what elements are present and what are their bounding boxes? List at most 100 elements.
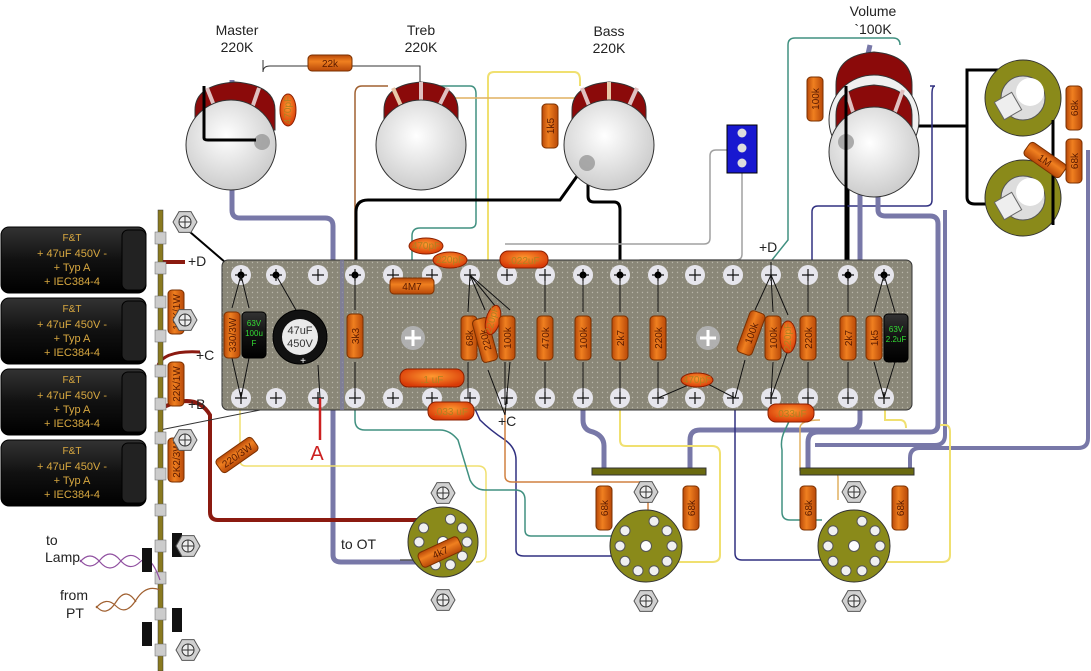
master-label: Master — [216, 22, 259, 38]
svg-text:68k: 68k — [804, 499, 815, 516]
socket-pin — [666, 540, 678, 552]
svg-text:47uF: 47uF — [287, 325, 312, 337]
nut-icon — [633, 481, 659, 503]
svg-text:63V: 63V — [889, 325, 904, 334]
svg-text:470pF: 470pF — [283, 96, 294, 124]
resistor-68k-jack-bottom: 68k — [1065, 138, 1083, 184]
svg-text:68k: 68k — [465, 329, 476, 346]
socket-pin — [632, 565, 644, 577]
turret — [308, 265, 328, 285]
socket-pin — [418, 522, 430, 534]
svg-text:2K2/3W: 2K2/3W — [172, 442, 183, 478]
lamp-label-2: Lamp — [45, 549, 80, 565]
strip-tab — [154, 503, 167, 517]
socket-pin — [874, 540, 886, 552]
pot-volume[interactable] — [828, 51, 920, 275]
svg-text:2k7: 2k7 — [616, 330, 627, 347]
capacitor-1uf: .1 uF — [399, 368, 465, 388]
pot-bass[interactable] — [563, 81, 655, 191]
capacitor-220pf-b: 220pF — [484, 305, 501, 336]
marker-a: A — [310, 443, 324, 465]
resistor-68k-socket2-left: 68k — [799, 485, 817, 531]
pot-knob[interactable] — [375, 99, 467, 191]
resistor-1k5-bass: 1k5 — [541, 103, 559, 149]
pot-knob[interactable] — [563, 99, 655, 191]
treble-value: 220K — [405, 39, 438, 55]
wire-yellow-heater — [239, 398, 487, 563]
wire-black-bass-wiper — [354, 164, 587, 275]
filter-capacitor: F&T+ 47uF 450V -+ Typ A+ IEC384-4 — [0, 297, 147, 365]
svg-text:220k: 220k — [654, 326, 665, 349]
svg-text:1k5: 1k5 — [870, 330, 881, 347]
resistor-470k: 470k — [536, 315, 554, 361]
svg-text:330/3W: 330/3W — [228, 317, 239, 352]
svg-text:68k: 68k — [687, 499, 698, 516]
electrolytic-cap-2-2uf: 63V 2.2uF — [883, 313, 909, 363]
strip-tab — [154, 431, 167, 445]
turret-board — [221, 259, 913, 416]
resistor-1m-jack: 1M — [1023, 141, 1067, 179]
nut-icon — [172, 309, 198, 331]
capacitor-470pf-b: 470pF — [680, 372, 714, 388]
resistor-100k-c: 100k — [736, 310, 766, 356]
filter-cap-text: + Typ A — [54, 333, 91, 345]
socket-pin — [869, 525, 881, 537]
turret — [685, 388, 705, 408]
node-d-board-label: +D — [759, 239, 777, 255]
capacitor-033uf-a: .033 uF — [427, 401, 475, 421]
electrolytic-cap-100uf: 63V 100u F — [241, 311, 267, 359]
turret — [383, 388, 403, 408]
filter-capacitor: F&T+ 47uF 450V -+ Typ A+ IEC384-4 — [0, 368, 147, 436]
node-c-label: +C — [196, 347, 214, 363]
pot-knob[interactable] — [828, 106, 920, 198]
resistor-3k3: 3k3 — [346, 313, 364, 359]
strip-tab — [154, 467, 167, 481]
svg-text:100k: 100k — [811, 87, 822, 110]
pt-label-2: PT — [66, 605, 84, 621]
nut-icon — [841, 590, 867, 612]
diode — [142, 548, 152, 572]
nut-icon — [430, 589, 456, 611]
filter-cap-text: + 47uF 450V - — [37, 461, 107, 473]
input-jack-2[interactable] — [984, 159, 1062, 237]
resistor-100k-d: 100k — [764, 315, 782, 361]
resistor-100k-b: 100k — [574, 315, 592, 361]
socket-pin — [444, 513, 456, 525]
turret — [497, 265, 517, 285]
turret — [723, 388, 743, 408]
resistor-4m7: 4M7 — [389, 277, 435, 295]
socket-pin — [619, 555, 631, 567]
turret — [266, 388, 286, 408]
svg-text:.022uF: .022uF — [508, 256, 539, 267]
strip-tab — [154, 364, 167, 378]
svg-text:470pF: 470pF — [412, 241, 440, 252]
resistor-2k7-a: 2k7 — [611, 315, 629, 361]
socket-pin — [661, 555, 673, 567]
terminal-block[interactable] — [726, 124, 758, 174]
treble-label: Treb — [407, 22, 435, 38]
strip-tab — [154, 607, 167, 621]
pot-knob[interactable] — [185, 99, 277, 191]
pot-treble[interactable] — [375, 81, 467, 191]
svg-text:100u: 100u — [245, 329, 263, 338]
socket-pin — [869, 555, 881, 567]
svg-text:4M7: 4M7 — [402, 282, 422, 293]
capacitor-220pf: 220pF — [432, 251, 468, 269]
filter-cap-text: F&T — [63, 304, 82, 315]
shielded-wire-master — [229, 80, 420, 565]
filter-cap-text: F&T — [63, 375, 82, 386]
resistor-330-3w: 330/3W — [223, 311, 241, 359]
socket-pin — [648, 515, 660, 527]
pot-labels: Master 220K Treb 220K Bass 220K Volume `… — [216, 3, 897, 56]
nut-icon — [633, 590, 659, 612]
svg-text:3k3: 3k3 — [351, 328, 362, 345]
socket-pin — [444, 559, 456, 571]
nut-icon — [841, 481, 867, 503]
pt-wire — [95, 587, 161, 611]
svg-text:100k: 100k — [579, 326, 590, 349]
socket-pin — [619, 525, 631, 537]
preamp-socket-2: 68k 68k — [799, 467, 915, 583]
svg-text:22K/1W: 22K/1W — [172, 366, 183, 402]
pot-master[interactable] — [185, 81, 277, 191]
input-jack-1[interactable] — [984, 59, 1062, 137]
